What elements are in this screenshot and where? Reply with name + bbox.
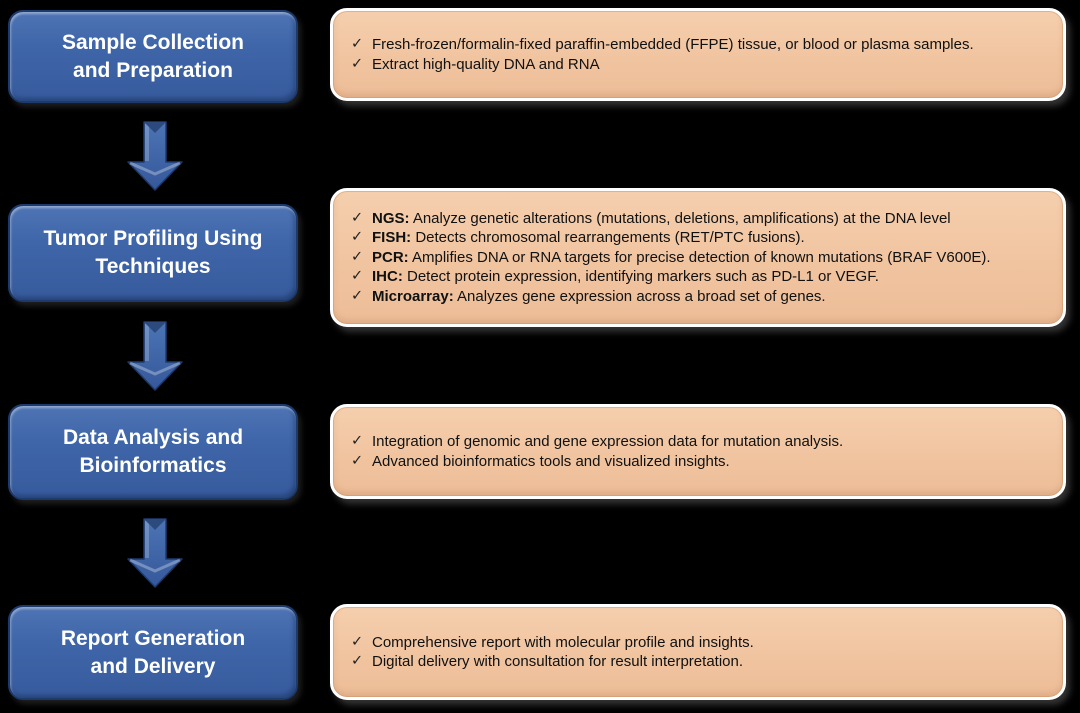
step-title-line2: and Preparation (73, 58, 233, 82)
step-box-data-analysis: Data Analysis and Bioinformatics (8, 404, 298, 500)
item-body-text: Fresh-frozen/formalin-fixed paraffin-emb… (372, 36, 974, 53)
item-text: Digital delivery with consultation for r… (372, 652, 743, 672)
checkmark-icon: ✓ (351, 229, 364, 246)
checkmark-icon: ✓ (351, 268, 364, 285)
step-title: Sample Collection and Preparation (62, 29, 244, 85)
item-body-text: Integration of genomic and gene expressi… (372, 433, 844, 450)
list-item: ✓ Extract high-quality DNA and RNA (351, 55, 1045, 75)
checkmark-icon: ✓ (351, 433, 364, 449)
list-item: ✓ Integration of genomic and gene expres… (351, 432, 1045, 452)
item-text: IHC: Detect protein expression, identify… (372, 267, 879, 287)
item-bold-label: NGS: (372, 209, 410, 227)
item-body-text: Digital delivery with consultation for r… (372, 653, 744, 670)
item-body-text: Advanced bioinformatics tools and visual… (372, 452, 730, 470)
step-box-report-generation: Report Generation and Delivery (8, 605, 298, 700)
step-box-sample-collection: Sample Collection and Preparation (8, 10, 298, 103)
checkmark-icon: ✓ (351, 653, 364, 669)
step-title-line1: Data Analysis and (62, 426, 244, 449)
down-arrow-icon (127, 121, 183, 191)
checkmark-icon: ✓ (351, 452, 364, 469)
item-text: FISH: Detects chromosomal rearrangements… (372, 228, 805, 248)
step-title: Tumor Profiling Using Techniques (44, 225, 263, 281)
list-item: ✓ Advanced bioinformatics tools and visu… (351, 452, 1045, 472)
list-item: ✓ IHC: Detect protein expression, identi… (351, 267, 1045, 287)
item-text: Integration of genomic and gene expressi… (372, 432, 843, 452)
step-title-line1: Tumor Profiling Using (43, 227, 263, 250)
item-text: Fresh-frozen/formalin-fixed paraffin-emb… (372, 35, 974, 55)
list-item: ✓ NGS: Analyze genetic alterations (muta… (351, 209, 1045, 229)
item-text: Advanced bioinformatics tools and visual… (372, 452, 730, 472)
item-body-text: Detects chromosomal rearrangements (RET/… (411, 229, 805, 247)
item-body-text: Extract high-quality DNA and RNA (372, 55, 600, 73)
item-bold-label: Microarray: (372, 287, 454, 305)
down-arrow-icon (127, 518, 183, 588)
checkmark-icon: ✓ (351, 633, 364, 650)
list-item: ✓ Microarray: Analyzes gene expression a… (351, 287, 1045, 307)
detail-box-report-generation: ✓ Comprehensive report with molecular pr… (330, 604, 1066, 700)
list-item: ✓ Digital delivery with consultation for… (351, 652, 1045, 672)
detail-box-tumor-profiling: ✓ NGS: Analyze genetic alterations (muta… (330, 188, 1066, 327)
step-title-line2: Bioinformatics (79, 454, 227, 477)
item-text: PCR: Amplifies DNA or RNA targets for pr… (372, 248, 991, 268)
item-body-text: Amplifies DNA or RNA targets for precise… (408, 248, 991, 266)
list-item: ✓ Fresh-frozen/formalin-fixed paraffin-e… (351, 35, 1045, 55)
item-text: Microarray: Analyzes gene expression acr… (372, 287, 826, 307)
item-body-text: Comprehensive report with molecular prof… (372, 633, 754, 651)
step-title: Report Generation and Delivery (61, 625, 245, 681)
step-title: Data Analysis and Bioinformatics (63, 424, 243, 480)
checkmark-icon: ✓ (351, 55, 364, 72)
list-item: ✓ PCR: Amplifies DNA or RNA targets for … (351, 248, 1045, 268)
step-title-line1: Sample Collection (61, 30, 245, 54)
item-bold-label: IHC: (372, 268, 403, 286)
step-title-line1: Report Generation (60, 626, 246, 650)
item-body-text: Detect protein expression, identifying m… (402, 268, 879, 286)
detail-box-data-analysis: ✓ Integration of genomic and gene expres… (330, 404, 1066, 499)
step-box-tumor-profiling: Tumor Profiling Using Techniques (8, 204, 298, 302)
item-bold-label: FISH: (372, 229, 412, 247)
item-bold-label: PCR: (372, 248, 409, 266)
list-item: ✓ Comprehensive report with molecular pr… (351, 633, 1045, 653)
step-title-line2: Techniques (95, 255, 211, 278)
item-body-text: Analyzes gene expression across a broad … (453, 287, 826, 305)
detail-box-sample-collection: ✓ Fresh-frozen/formalin-fixed paraffin-e… (330, 8, 1066, 101)
item-text: NGS: Analyze genetic alterations (mutati… (372, 209, 951, 229)
step-title-line2: and Delivery (90, 654, 216, 678)
item-body-text: Analyze genetic alterations (mutations, … (409, 209, 951, 227)
item-text: Extract high-quality DNA and RNA (372, 55, 600, 75)
list-item: ✓ FISH: Detects chromosomal rearrangemen… (351, 228, 1045, 248)
checkmark-icon: ✓ (351, 209, 364, 226)
checkmark-icon: ✓ (351, 36, 364, 52)
item-text: Comprehensive report with molecular prof… (372, 633, 754, 653)
checkmark-icon: ✓ (351, 248, 364, 265)
checkmark-icon: ✓ (351, 287, 364, 304)
down-arrow-icon (127, 321, 183, 391)
